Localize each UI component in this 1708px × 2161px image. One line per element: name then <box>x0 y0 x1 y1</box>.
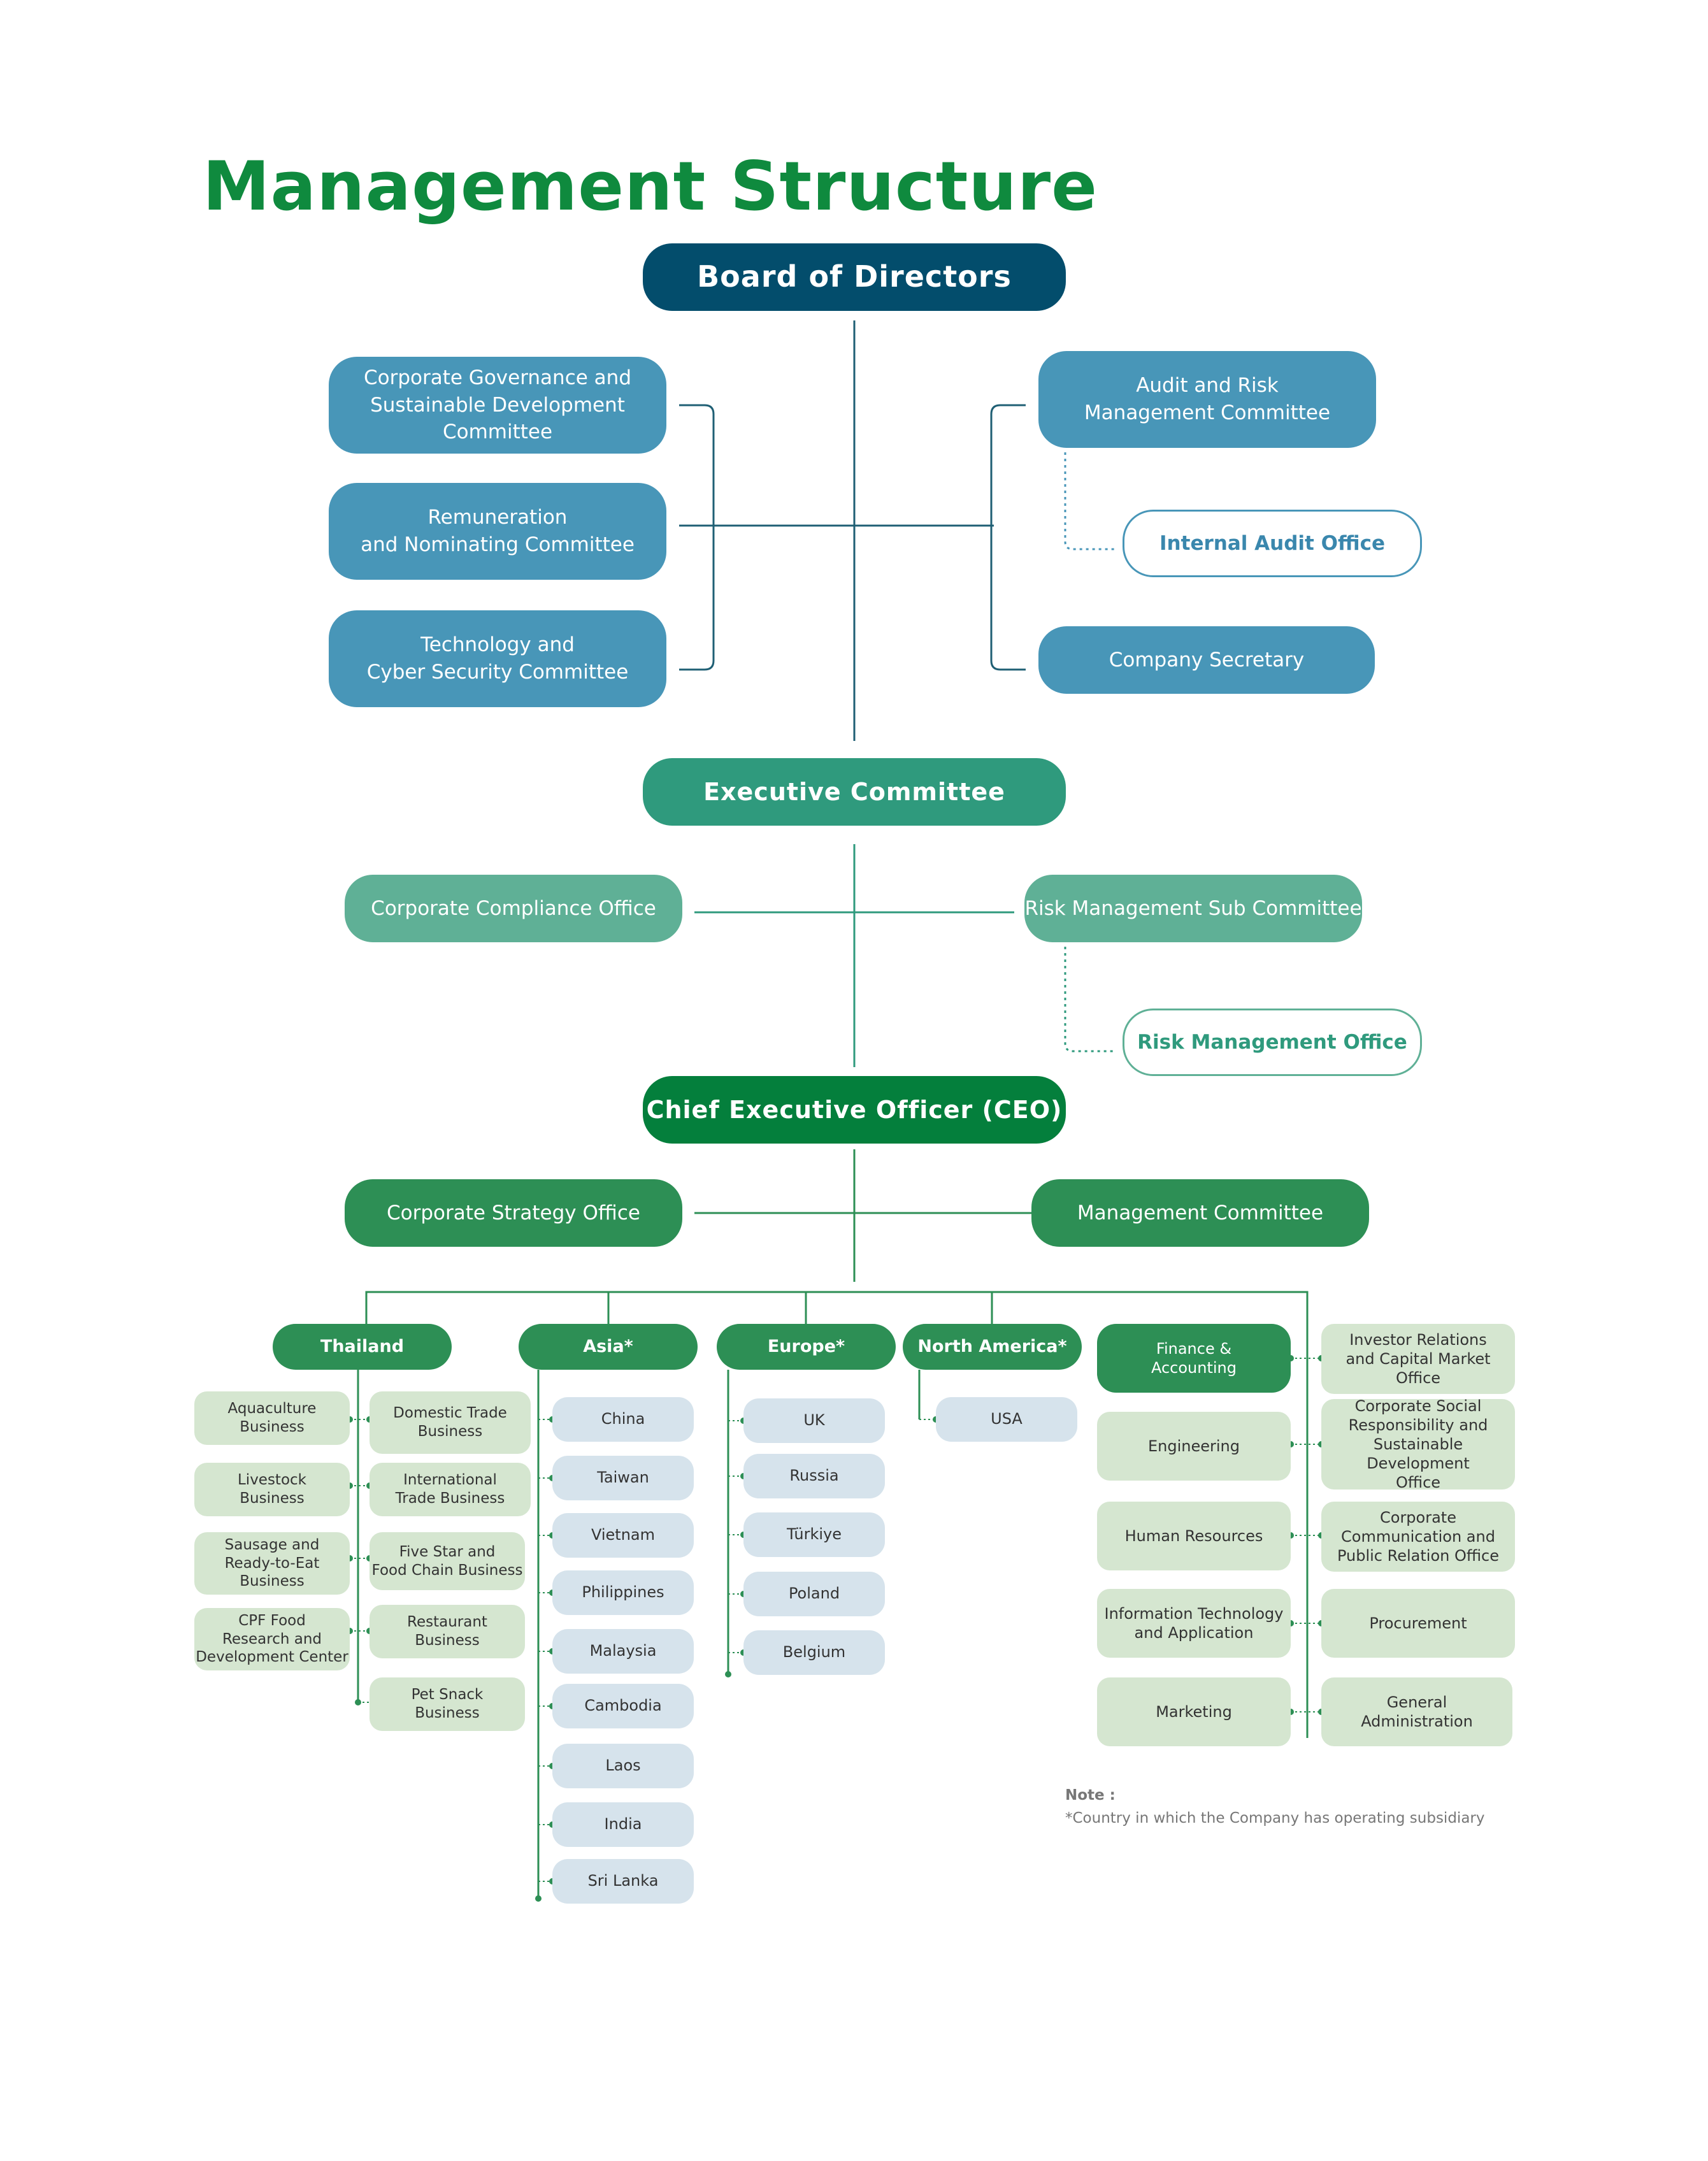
region-asia: Asia* <box>519 1324 698 1370</box>
footnote: Note : *Country in which the Company has… <box>1065 1784 1484 1830</box>
thailand-business-box: Domestic Trade Business <box>370 1391 531 1454</box>
risk-sub-committee-box: Risk Management Sub Committee <box>1024 875 1362 942</box>
function-box: Marketing <box>1097 1677 1291 1746</box>
thailand-business-box: Aquaculture Business <box>194 1391 350 1445</box>
compliance-office-box: Corporate Compliance Office <box>345 875 682 942</box>
asia-country-box: Laos <box>552 1744 694 1788</box>
connector-line <box>1064 452 1115 550</box>
note-text: *Country in which the Company has operat… <box>1065 1810 1485 1827</box>
region-north-america: North America* <box>903 1324 1082 1370</box>
asia-country-box: Sri Lanka <box>552 1859 694 1904</box>
asia-country-box: Philippines <box>552 1570 694 1615</box>
ceo-box: Chief Executive Officer (CEO) <box>643 1076 1066 1144</box>
europe-country-box: Belgium <box>743 1630 885 1675</box>
europe-country-box: UK <box>743 1398 885 1443</box>
function-office-box: Investor Relations and Capital Market Of… <box>1321 1324 1515 1394</box>
connector-dot <box>535 1895 542 1902</box>
connector-line <box>990 404 1026 671</box>
europe-country-box: Türkiye <box>743 1512 885 1557</box>
function-box: Human Resources <box>1097 1502 1291 1570</box>
audit-risk-committee-box: Audit and Risk Management Committee <box>1038 351 1376 448</box>
connector-dot <box>725 1671 731 1677</box>
asia-country-box: Malaysia <box>552 1629 694 1674</box>
executive-committee-box: Executive Committee <box>643 758 1066 826</box>
function-finance-box: Finance & Accounting <box>1097 1324 1291 1393</box>
function-office-box: Corporate Communication and Public Relat… <box>1321 1502 1515 1572</box>
thailand-business-box: Livestock Business <box>194 1463 350 1516</box>
asia-country-box: China <box>552 1397 694 1442</box>
internal-audit-office-box: Internal Audit Office <box>1123 510 1422 577</box>
thailand-business-box: Sausage and Ready-to-Eat Business <box>194 1532 350 1595</box>
risk-management-office-box: Risk Management Office <box>1123 1009 1422 1076</box>
north-america-country-box: USA <box>936 1397 1077 1442</box>
asia-country-box: India <box>552 1802 694 1847</box>
function-office-box: Procurement <box>1321 1589 1515 1658</box>
strategy-office-box: Corporate Strategy Office <box>345 1179 682 1247</box>
technology-committee-box: Technology and Cyber Security Committee <box>329 610 666 707</box>
thailand-business-box: CPF Food Research and Development Center <box>194 1608 350 1670</box>
management-committee-box: Management Committee <box>1031 1179 1369 1247</box>
connector-line <box>679 404 715 671</box>
function-box: Engineering <box>1097 1412 1291 1481</box>
function-office-box: Corporate Social Responsibility and Sust… <box>1321 1397 1515 1491</box>
europe-country-box: Poland <box>743 1572 885 1616</box>
function-box: Information Technology and Application <box>1097 1589 1291 1658</box>
thailand-business-box: Pet Snack Business <box>370 1677 525 1731</box>
page-title: Management Structure <box>203 147 1098 226</box>
thailand-business-box: International Trade Business <box>370 1463 531 1516</box>
asia-country-box: Cambodia <box>552 1684 694 1728</box>
company-secretary-box: Company Secretary <box>1038 626 1375 694</box>
europe-country-box: Russia <box>743 1454 885 1498</box>
asia-country-box: Vietnam <box>552 1513 694 1558</box>
remuneration-committee-box: Remuneration and Nominating Committee <box>329 483 666 580</box>
note-label: Note : <box>1065 1787 1116 1804</box>
connector-line <box>1064 947 1115 1052</box>
board-of-directors-box: Board of Directors <box>643 243 1066 311</box>
thailand-business-box: Restaurant Business <box>370 1605 525 1658</box>
governance-committee-box: Corporate Governance and Sustainable Dev… <box>329 357 666 454</box>
function-office-box: General Administration <box>1321 1677 1512 1746</box>
asia-country-box: Taiwan <box>552 1456 694 1500</box>
thailand-business-box: Five Star and Food Chain Business <box>370 1532 525 1590</box>
region-thailand: Thailand <box>273 1324 452 1370</box>
region-europe: Europe* <box>717 1324 896 1370</box>
